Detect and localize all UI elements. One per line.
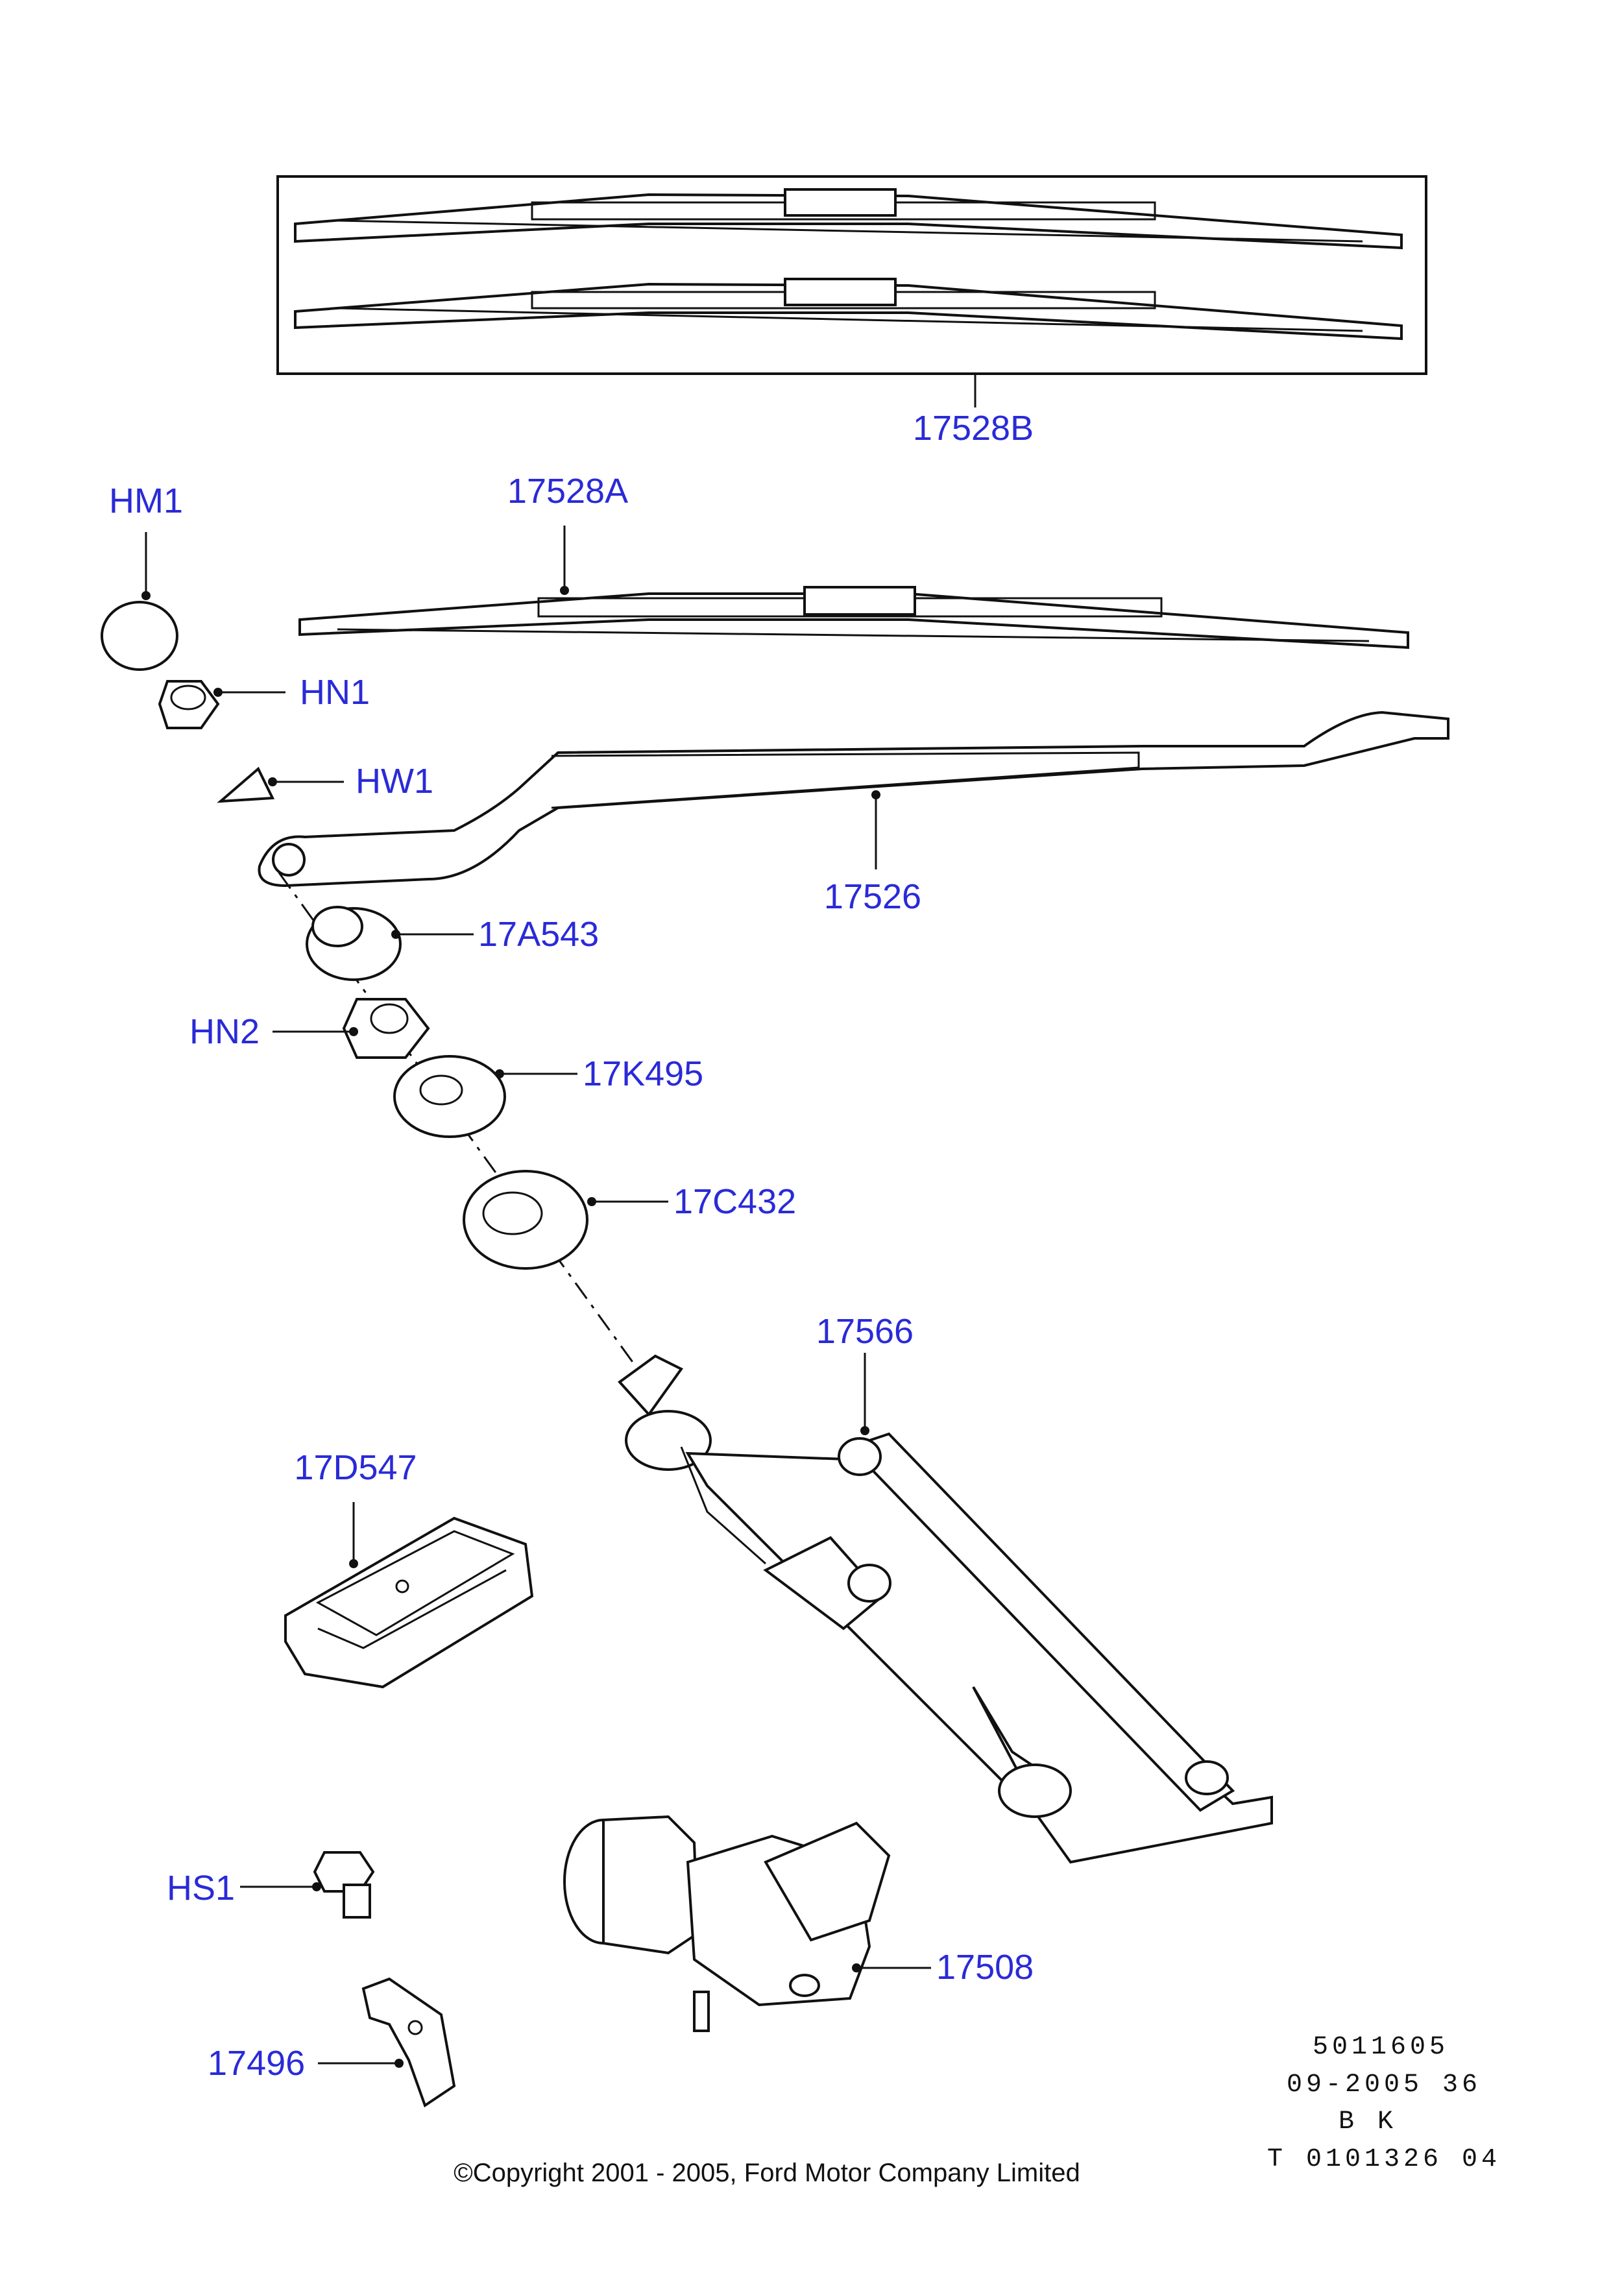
nut-part [158, 680, 220, 729]
washer-part [217, 766, 275, 803]
spacer-washer-part [393, 1055, 506, 1138]
part-label-17528A: 17528A [507, 472, 628, 511]
part-label-17528B: 17528B [913, 409, 1034, 448]
linkage-drawing [618, 1354, 1273, 1864]
part-label-17508: 17508 [936, 1948, 1034, 1987]
bolt-drawing [313, 1851, 375, 1919]
part-label-HS1: HS1 [167, 1869, 235, 1908]
cover-drawing [284, 1516, 534, 1689]
cap-part [101, 601, 178, 671]
date-code: 09-2005 36 [1287, 2070, 1481, 2100]
blade-set-drawing [294, 188, 1403, 341]
reference-number: 5011605 [1313, 2033, 1449, 2062]
grommet-part [463, 1170, 588, 1270]
document-id: T 0101326 04 [1267, 2145, 1501, 2174]
copyright-notice: ©Copyright 2001 - 2005, Ford Motor Compa… [454, 2159, 1080, 2187]
bracket-drawing [361, 1977, 456, 2108]
part-label-HM1: HM1 [109, 481, 183, 520]
revision-code: B K [1339, 2107, 1397, 2137]
part-label-17D547: 17D547 [294, 1448, 417, 1487]
part-label-17566: 17566 [816, 1312, 914, 1351]
part-label-17A543: 17A543 [478, 915, 599, 954]
part-label-17C432: 17C432 [673, 1182, 796, 1221]
wiper-arm-drawing [258, 710, 1449, 888]
part-label-17526: 17526 [824, 877, 921, 916]
blade-set-box [276, 175, 1427, 375]
part-label-HW1: HW1 [356, 762, 433, 801]
part-label-17496: 17496 [208, 2044, 305, 2083]
part-label-HN1: HN1 [300, 673, 370, 712]
part-label-HN2: HN2 [189, 1012, 260, 1051]
wiper-blade-drawing [298, 586, 1409, 649]
part-label-17K495: 17K495 [583, 1054, 703, 1093]
motor-drawing [563, 1815, 891, 2032]
